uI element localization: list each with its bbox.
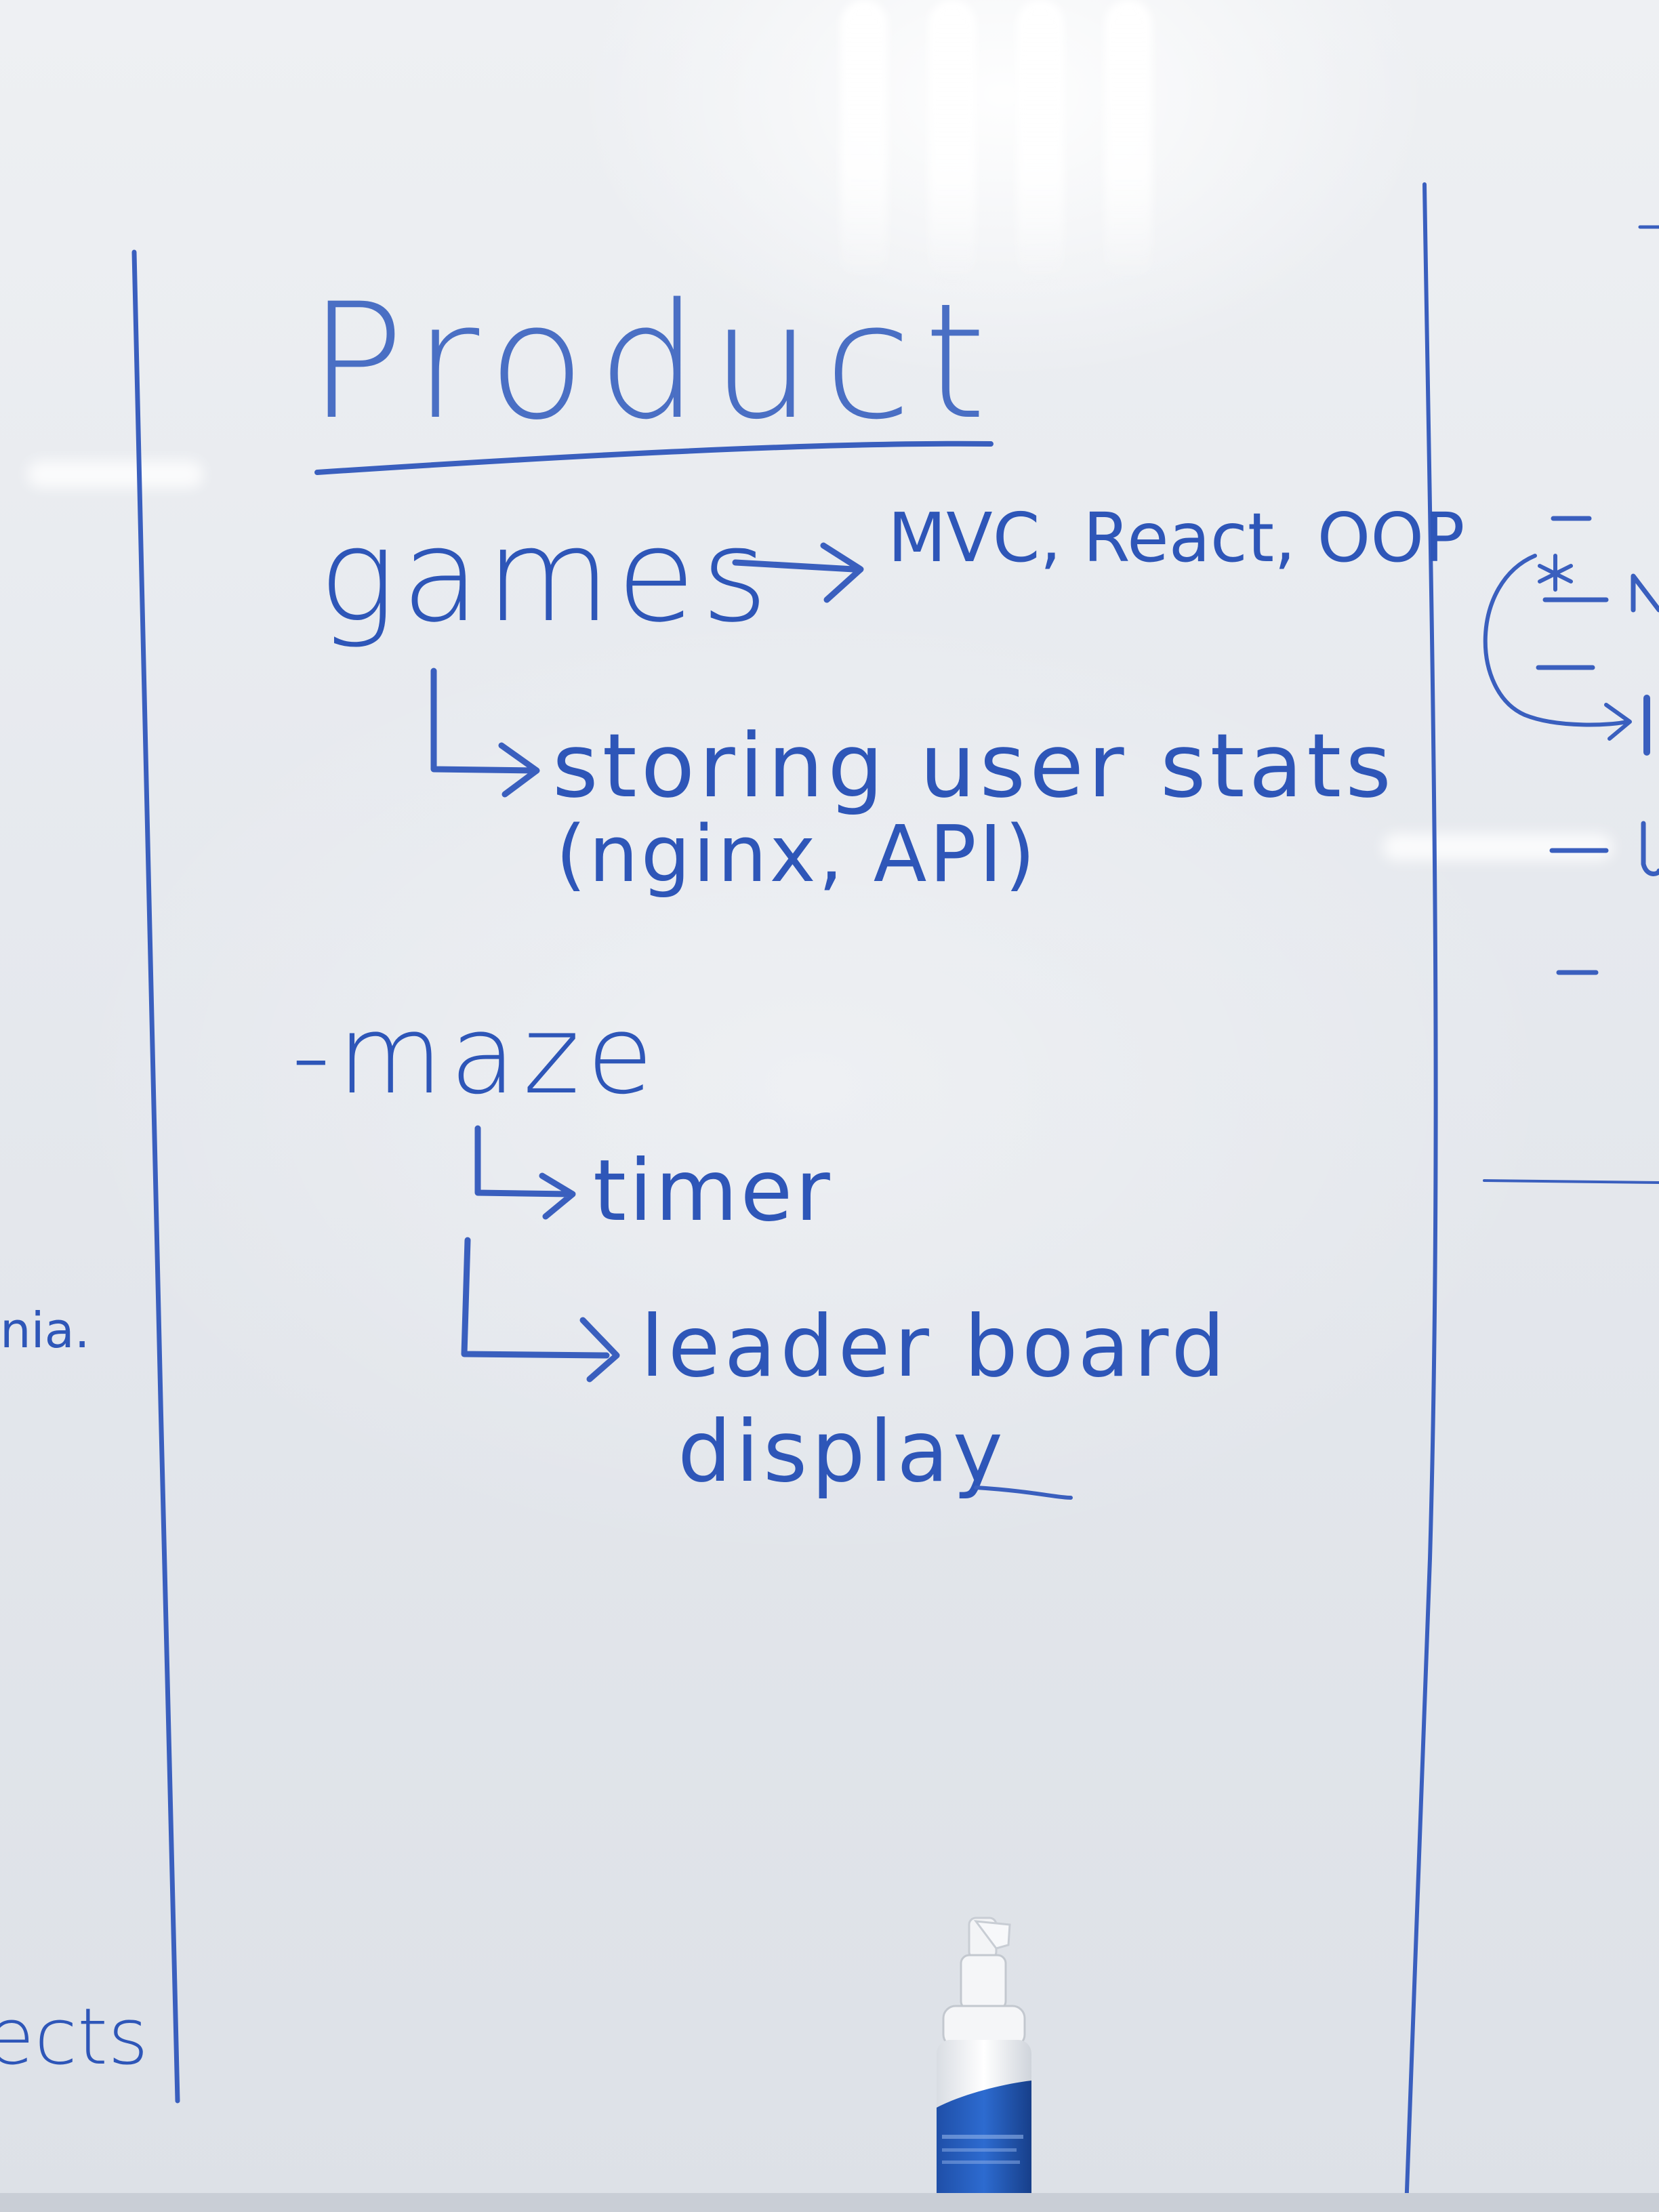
cleaner-bottle bbox=[937, 1917, 1031, 2212]
light-reflection bbox=[27, 461, 203, 488]
asterisk-icon bbox=[1538, 554, 1573, 592]
left-column-line bbox=[131, 249, 180, 2104]
left-margin-text: nia. bbox=[0, 1302, 90, 1359]
games-sub-detail: (nginx, API) bbox=[556, 809, 1038, 900]
sub-arrow-icon bbox=[430, 668, 540, 798]
timer-arrow-icon bbox=[474, 1125, 576, 1220]
maze-label: -maze bbox=[291, 991, 660, 1118]
light-glare bbox=[840, 0, 888, 285]
right-panel-loop bbox=[1483, 554, 1632, 741]
right-panel-letter bbox=[1641, 821, 1659, 876]
light-glare bbox=[1105, 0, 1152, 285]
games-tech: MVC, React, OOP bbox=[888, 498, 1465, 577]
leaderboard-line-2: display bbox=[678, 1403, 1007, 1501]
right-panel-letter bbox=[1631, 573, 1659, 613]
arrow-icon bbox=[732, 542, 864, 603]
left-margin-text: ects bbox=[0, 1992, 148, 2083]
games-sub: storing user stats bbox=[552, 714, 1395, 817]
light-glare bbox=[1017, 0, 1064, 285]
board-tray bbox=[0, 2193, 1659, 2212]
light-reflection bbox=[1382, 834, 1613, 861]
right-column-line bbox=[1404, 182, 1438, 2211]
timer-label: timer bbox=[593, 1142, 833, 1240]
board-title: Product bbox=[308, 270, 998, 455]
leaderboard-line-1: leader board bbox=[640, 1298, 1229, 1396]
underline-stroke bbox=[974, 1486, 1073, 1500]
light-glare bbox=[928, 0, 976, 285]
title-underline bbox=[314, 441, 994, 475]
right-panel-divider bbox=[1483, 1179, 1659, 1184]
games-label: games bbox=[319, 501, 773, 651]
leaderboard-arrow-icon bbox=[461, 1237, 620, 1382]
